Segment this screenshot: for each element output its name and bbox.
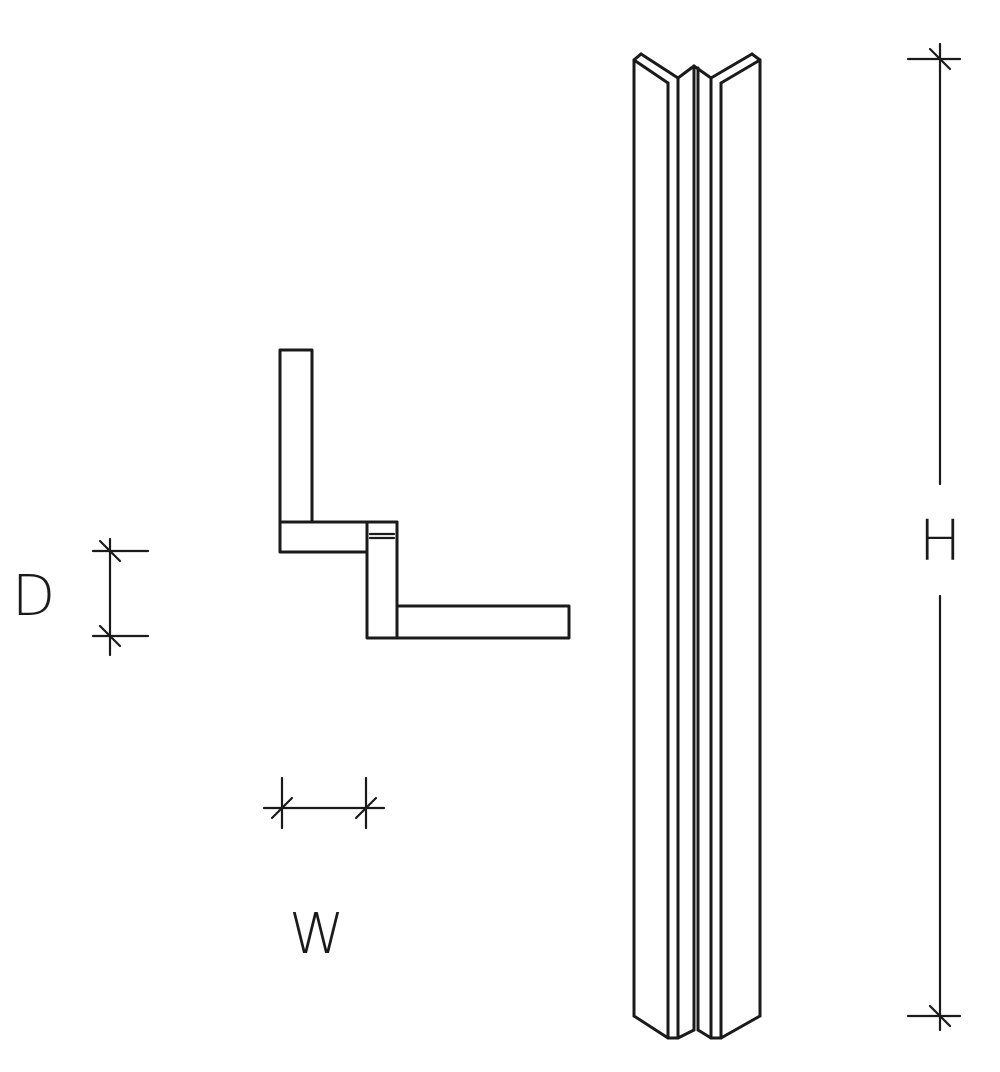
- height-label: H: [919, 509, 961, 574]
- depth-dimension: D: [12, 537, 150, 657]
- elevation-view-corner-guard: [632, 52, 762, 1040]
- depth-label: D: [12, 564, 55, 629]
- height-dimension: H: [906, 42, 961, 1032]
- width-dimension: W: [262, 776, 386, 967]
- plan-view-profile: [278, 348, 571, 640]
- width-label: W: [289, 902, 344, 967]
